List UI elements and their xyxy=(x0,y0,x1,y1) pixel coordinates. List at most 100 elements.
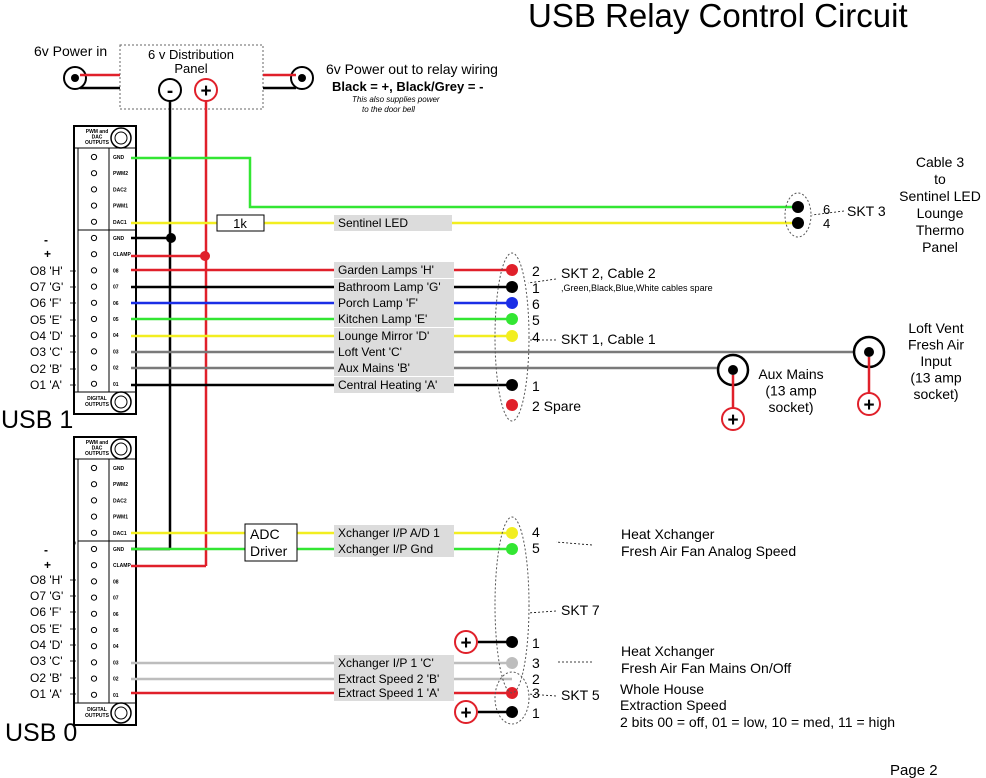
usb0-pin-screw xyxy=(90,643,98,650)
usb1-pin-name: CLAMP xyxy=(113,252,131,258)
sentinel-label-bg xyxy=(334,215,452,231)
usb1-pin-label: O3 'C' xyxy=(30,345,63,359)
skt3-pin-6 xyxy=(792,201,804,213)
resistor-1k xyxy=(216,214,265,232)
aux-mains-socket-pin xyxy=(728,365,738,375)
usb0-pin-name: 04 xyxy=(113,644,119,650)
usb1-pin-name: 04 xyxy=(113,333,119,339)
usb0-channel-pin xyxy=(506,657,518,669)
skt1-skt2: SKT 2, Cable 2 ,Green,Black,Blue,White c… xyxy=(494,252,713,422)
usb0-channel-label-bg xyxy=(334,541,454,557)
skt2-label: SKT 2, Cable 2 xyxy=(561,265,656,281)
adc-driver-line-2: Driver xyxy=(250,543,288,559)
usb1-pin-name: DAC1 xyxy=(113,220,127,226)
skt5-plus-symbol: + xyxy=(460,703,471,724)
usb0-channel-num: 2 xyxy=(532,671,540,687)
usb0-pin-name: PWM1 xyxy=(113,515,128,521)
skt7-plus xyxy=(454,630,478,654)
usb0-block-body xyxy=(73,436,137,726)
usb1-channel-pin xyxy=(506,330,518,342)
note-heat-mains-2: Fresh Air Fan Mains On/Off xyxy=(621,660,791,676)
usb0-channel-num: 4 xyxy=(532,524,540,540)
usb1-channel-label-bg xyxy=(334,360,454,376)
usb1-pin-screw xyxy=(90,267,98,274)
usb0-channel-num: 3 xyxy=(532,655,540,671)
usb1-channel-label: Garden Lamps 'H' xyxy=(338,263,434,277)
usb1-pin-screw xyxy=(90,348,98,355)
power-note-1: This also supplies power xyxy=(352,95,440,104)
usb1-pin-name: 05 xyxy=(113,317,119,323)
usb0-header-text: DAC xyxy=(92,446,103,452)
spare-label: 2 Spare xyxy=(532,398,581,414)
usb0-pin-name: 02 xyxy=(113,677,119,683)
skt7-skt5: SKT 7 SKT 5 + 1 + 1 xyxy=(454,516,600,725)
usb1-channel-label-bg xyxy=(334,377,454,393)
usb0-pin-label: O4 'D' xyxy=(30,638,63,652)
usb1-channel-label: Bathroom Lamp 'G' xyxy=(338,280,441,294)
skt3-cable-line: Thermo xyxy=(916,222,964,238)
usb1-channel-num: 6 xyxy=(532,296,540,312)
usb1-pin-screw xyxy=(90,380,98,387)
usb0-pin-name: GND xyxy=(113,547,125,553)
skt3-outline xyxy=(784,192,812,238)
usb0-pin-name: 07 xyxy=(113,596,119,602)
skt3-num-4: 4 xyxy=(823,216,830,231)
skt3-cable-line: Cable 3 xyxy=(916,154,964,170)
usb0-pin-label: O3 'C' xyxy=(30,654,63,668)
usb1-pin-screw xyxy=(90,251,98,258)
power-out-label: 6v Power out to relay wiring xyxy=(326,61,498,77)
usb0-mount-hole xyxy=(110,438,132,460)
usb0-pin-screw xyxy=(90,481,98,488)
usb0-pin-screw xyxy=(90,464,98,472)
usb0-channel-label-bg xyxy=(334,671,454,687)
skt3-cable-line: Sentinel LED xyxy=(899,188,981,204)
usb1-channel-label-bg xyxy=(334,279,454,295)
usb1-pin-screw xyxy=(90,186,98,193)
usb1-pin-label: O4 'D' xyxy=(30,329,63,343)
usb1-block-body xyxy=(73,125,137,415)
power-out-connector-pin xyxy=(298,74,306,82)
usb1-pin-name: 06 xyxy=(113,301,119,307)
usb1-pin-label: O1 'A' xyxy=(30,378,62,392)
usb1-pin-screw xyxy=(90,218,98,225)
note-extract-2: Extraction Speed xyxy=(620,697,727,713)
skt1-label: SKT 1, Cable 1 xyxy=(561,331,656,347)
usb1-clamp-junction xyxy=(200,251,210,261)
resistor-1k-label: 1k xyxy=(233,216,247,231)
usb0-channel-label-bg xyxy=(334,685,454,701)
usb1-mount-hole xyxy=(110,127,132,149)
usb1-header-text: OUTPUTS xyxy=(85,140,110,146)
usb0-pin-name: 08 xyxy=(113,579,119,585)
skt3-num-6: 6 xyxy=(823,202,830,217)
usb0-mount-hole xyxy=(110,702,132,724)
usb0-pin-label: O5 'E' xyxy=(30,622,62,636)
usb0-pin-screw xyxy=(90,529,98,536)
usb0-terminal-block: PWM andDACOUTPUTSDIGITALOUTPUTSGNDPWM2DA… xyxy=(73,436,137,726)
distribution-panel-title: 6 v Distribution xyxy=(148,47,234,62)
skt5-outline xyxy=(494,671,530,725)
loft-text-line: Fresh Air xyxy=(908,337,964,353)
usb1-channel-pin xyxy=(506,313,518,325)
usb1-pin-screw xyxy=(90,202,98,209)
usb0-pin-mark: 0 xyxy=(73,541,76,547)
usb0-pin-label: O1 'A' xyxy=(30,687,62,701)
usb0-pin-name: DAC2 xyxy=(113,498,127,504)
usb1-pin-screw xyxy=(90,234,98,242)
usb0-pin-name: PWM2 xyxy=(113,482,128,488)
page-title: USB Relay Control Circuit xyxy=(528,0,908,34)
skt3-cable-line: Lounge xyxy=(917,205,964,221)
note-heat-analog-1: Heat Xchanger xyxy=(621,526,715,542)
usb0-pin-screw xyxy=(90,578,98,585)
usb0-notes: Heat Xchanger Fresh Air Fan Analog Speed… xyxy=(555,526,895,730)
usb0-channel-label-bg xyxy=(334,655,454,671)
usb1-channel-num: 4 xyxy=(532,329,540,345)
usb1-pin-name: PWM1 xyxy=(113,204,128,210)
aux-text-line: (13 amp xyxy=(765,383,817,399)
usb1-pin-label: O6 'F' xyxy=(30,296,61,310)
